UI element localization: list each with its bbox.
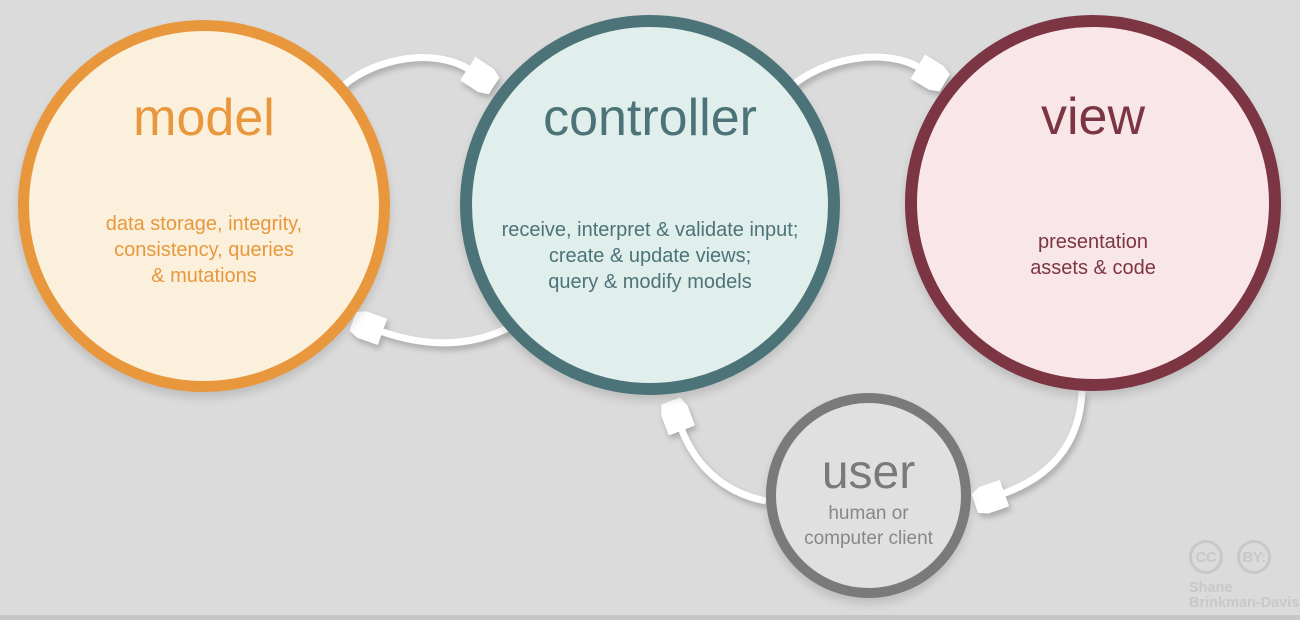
arrow-controller-to-view [789, 53, 920, 86]
arrow-user-to-controller [681, 428, 767, 505]
node-model-description: data storage, integrity, consistency, qu… [105, 213, 303, 287]
node-controller-title: controller [543, 89, 757, 147]
bottom-edge-strip [0, 615, 1300, 620]
node-controller: controller receive, interpret & validate… [460, 15, 840, 395]
node-view-description: presentation assets & code [1030, 231, 1156, 279]
arrow-view-to-user [1002, 390, 1086, 494]
node-view-title: view [1040, 88, 1146, 146]
node-model-title: model [133, 89, 275, 147]
license-badges: CC BY: [1189, 540, 1299, 574]
by-badge-icon: BY: [1237, 540, 1271, 574]
attribution: CC BY: Shane Brinkman-Davis [1189, 540, 1299, 611]
node-user-description: human or computer client [804, 503, 933, 549]
node-user-title: user [821, 446, 916, 499]
node-user: user human or computer client [766, 393, 971, 598]
node-view: view presentation assets & code [905, 15, 1281, 391]
arrow-controller-to-model [380, 326, 514, 347]
author-name: Shane Brinkman-Davis [1189, 580, 1300, 611]
cc-badge-icon: CC [1189, 540, 1223, 574]
by-badge-label: BY: [1242, 548, 1266, 566]
node-controller-description: receive, interpret & validate input; cre… [501, 219, 799, 293]
cc-badge-label: CC [1195, 548, 1217, 566]
arrow-model-to-controller [340, 54, 470, 86]
node-model: model data storage, integrity, consisten… [18, 20, 390, 392]
